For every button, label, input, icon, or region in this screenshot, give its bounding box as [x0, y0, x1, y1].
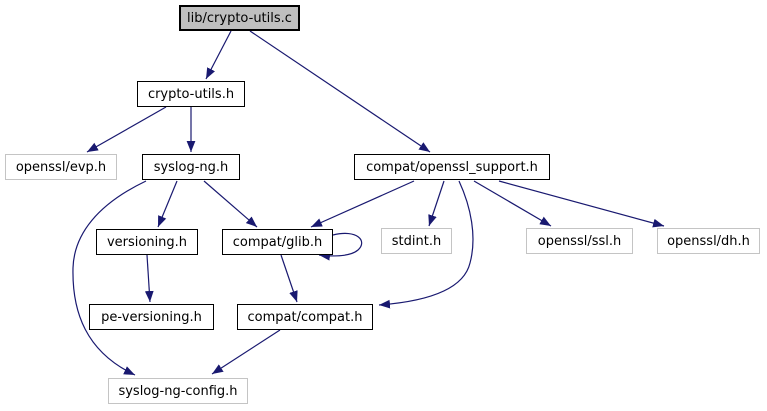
edge-compat-glib-h-self-loop — [318, 232, 363, 261]
edge-syslog-ng-h-to-versioning-h — [157, 180, 178, 228]
node-label: compat/compat.h — [247, 309, 363, 325]
node-openssl-ssl-h: openssl/ssl.h — [526, 228, 633, 254]
node-label: pe-versioning.h — [101, 309, 202, 325]
edge-syslog-ng-h-to-syslog-ng-config-h — [72, 180, 147, 376]
node-label: syslog-ng-config.h — [118, 383, 238, 399]
node-label: openssl/ssl.h — [537, 233, 622, 249]
edge-syslog-ng-h-to-compat-glib-h — [203, 180, 258, 228]
node-label: stdint.h — [391, 233, 442, 249]
node-label: openssl/dh.h — [667, 233, 750, 249]
edge-compat-glib-h-to-compat-compat-h — [280, 254, 298, 303]
node-crypto-utils-h[interactable]: crypto-utils.h — [137, 81, 245, 107]
node-stdint-h: stdint.h — [381, 228, 452, 254]
edge-compat-openssl-support-h-to-openssl-dh-h — [498, 180, 665, 228]
edge-compat-openssl-support-h-to-compat-compat-h — [378, 180, 474, 309]
edge-lib-crypto-utils-c-to-crypto-utils-h — [205, 30, 232, 80]
edge-compat-openssl-support-h-to-stdint-h — [428, 180, 445, 227]
node-compat-glib-h[interactable]: compat/glib.h — [222, 229, 333, 255]
edge-crypto-utils-h-to-openssl-evp-h — [86, 106, 167, 153]
node-label: compat/glib.h — [232, 234, 323, 250]
node-pe-versioning-h[interactable]: pe-versioning.h — [89, 304, 214, 330]
edge-versioning-h-to-pe-versioning-h — [144, 254, 154, 303]
node-label: versioning.h — [106, 234, 188, 250]
node-syslog-ng-config-h: syslog-ng-config.h — [108, 378, 248, 404]
node-syslog-ng-h[interactable]: syslog-ng.h — [142, 154, 240, 180]
node-label: lib/crypto-utils.c — [187, 10, 292, 26]
node-label: crypto-utils.h — [147, 86, 235, 102]
edge-compat-compat-h-to-syslog-ng-config-h — [211, 329, 281, 375]
node-openssl-dh-h: openssl/dh.h — [657, 228, 760, 254]
node-compat-compat-h[interactable]: compat/compat.h — [237, 304, 373, 330]
edge-lib-crypto-utils-c-to-compat-openssl-support-h — [249, 30, 431, 153]
node-label: syslog-ng.h — [153, 159, 229, 175]
node-compat-openssl-support-h[interactable]: compat/openssl_support.h — [354, 154, 550, 180]
node-versioning-h[interactable]: versioning.h — [96, 229, 198, 255]
node-openssl-evp-h: openssl/evp.h — [5, 154, 117, 180]
node-lib-crypto-utils-c: lib/crypto-utils.c — [179, 5, 300, 31]
node-label: openssl/evp.h — [15, 159, 107, 175]
edge-compat-openssl-support-h-to-compat-glib-h — [310, 180, 415, 228]
edge-compat-openssl-support-h-to-openssl-ssl-h — [473, 180, 552, 227]
node-label: compat/openssl_support.h — [366, 159, 538, 175]
